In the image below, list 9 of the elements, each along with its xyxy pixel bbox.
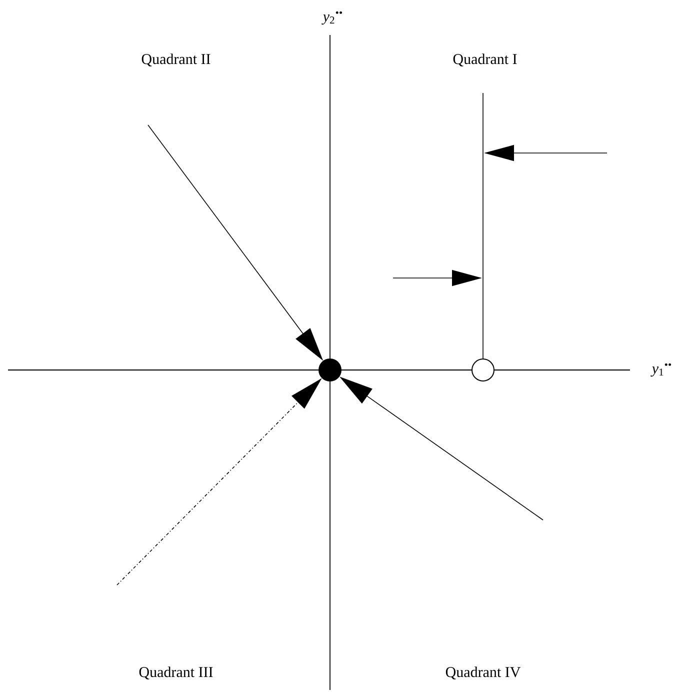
line	[482, 92, 484, 359]
quadrant-label: Quadrant I	[453, 54, 517, 66]
dot	[318, 358, 342, 382]
axis-label: y$_{1}$••	[650, 363, 672, 377]
open-circle	[472, 358, 494, 382]
quadrant-label: Quadrant IV	[446, 666, 521, 680]
quadrant-label: Quadrant II	[142, 54, 210, 66]
quadrant-label: Quadrant III	[139, 666, 213, 680]
axis-label: y$_{2}$••	[322, 11, 342, 25]
